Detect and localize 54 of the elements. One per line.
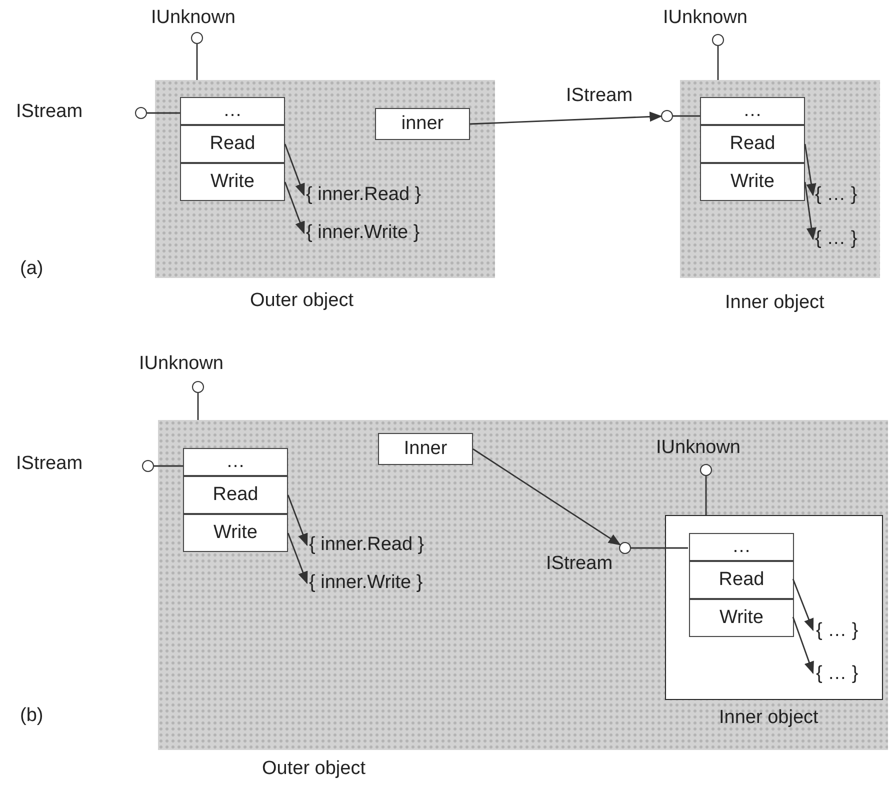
interface-name: IStream xyxy=(16,453,83,475)
arrow xyxy=(792,578,814,632)
object-caption: Outer object xyxy=(262,758,366,780)
connector-line xyxy=(705,476,707,515)
interface-name: IStream xyxy=(546,553,613,575)
method-table-row: Write xyxy=(183,514,288,552)
method-table-row: … xyxy=(689,533,794,561)
method-table-row: Write xyxy=(689,599,794,637)
interface-name: IStream xyxy=(16,101,83,123)
arrow xyxy=(287,532,308,584)
method-body-text: { inner.Write } xyxy=(306,220,461,246)
connector-line xyxy=(673,115,700,117)
interface-name: IUnknown xyxy=(656,437,740,459)
method-table-row: inner xyxy=(375,108,470,140)
arrow xyxy=(470,112,662,125)
method-table-row: Write xyxy=(700,163,805,201)
method-table-row: Inner xyxy=(378,433,473,465)
panel-label: (b) xyxy=(20,705,44,727)
connector-line xyxy=(196,44,198,80)
method-body-text: { … } xyxy=(815,182,877,208)
method-body-text: { inner.Read } xyxy=(309,532,459,558)
method-body-text: { inner.Write } xyxy=(309,570,467,596)
connector-line xyxy=(197,393,199,420)
method-body-text: { … } xyxy=(815,226,877,252)
arrow xyxy=(284,182,305,234)
method-table-row: … xyxy=(700,97,805,125)
interface-name: IUnknown xyxy=(151,7,236,29)
connector-line xyxy=(147,112,180,114)
connector-line xyxy=(154,465,183,467)
object-caption: Outer object xyxy=(250,290,354,312)
arrow xyxy=(804,182,816,240)
method-body-text: { … } xyxy=(816,618,878,644)
arrow xyxy=(804,144,816,196)
method-table-row: … xyxy=(180,97,285,125)
arrow xyxy=(287,494,308,546)
method-body-text: { inner.Read } xyxy=(306,182,456,208)
connector-line xyxy=(717,46,719,80)
arrow xyxy=(284,144,305,196)
object-caption: Inner object xyxy=(719,707,818,729)
method-table-row: Read xyxy=(183,476,288,514)
method-table-row: Read xyxy=(180,125,285,163)
panel-label: (a) xyxy=(20,258,44,280)
interface-name: IUnknown xyxy=(139,353,224,375)
arrow xyxy=(792,616,814,674)
connector-line xyxy=(631,547,688,549)
method-table-row: Read xyxy=(700,125,805,163)
method-table-row: … xyxy=(183,448,288,476)
method-table-row: Read xyxy=(689,561,794,599)
method-table-row: Write xyxy=(180,163,285,201)
arrow xyxy=(472,448,622,546)
interface-name: IUnknown xyxy=(663,7,748,29)
method-body-text: { … } xyxy=(816,661,878,687)
interface-name: IStream xyxy=(566,85,633,107)
object-caption: Inner object xyxy=(725,292,824,314)
